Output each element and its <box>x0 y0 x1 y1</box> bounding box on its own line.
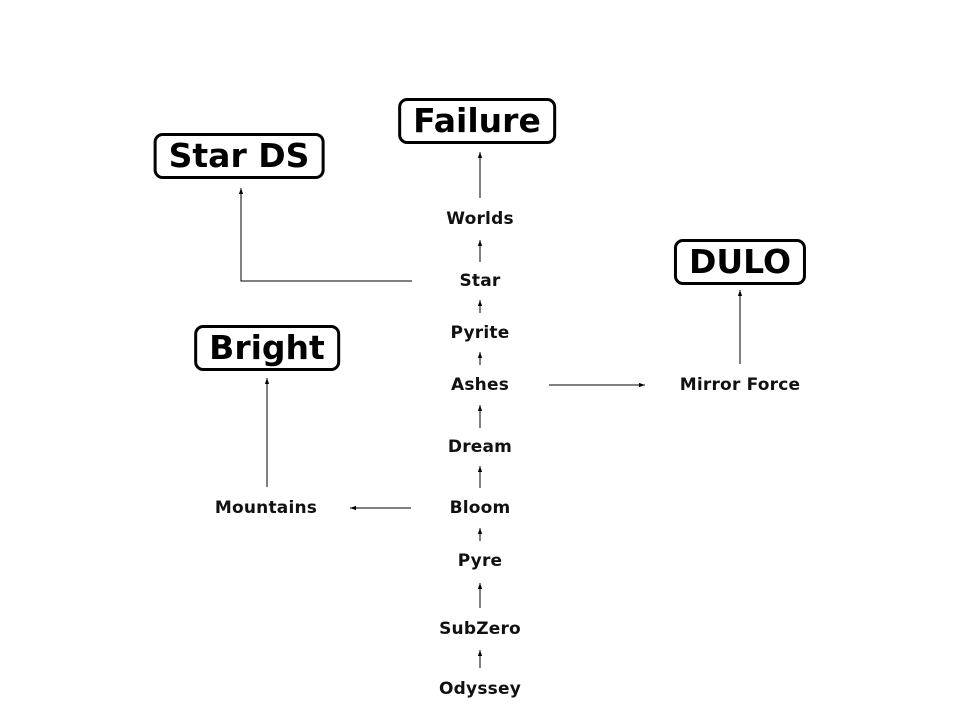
node-dream: Dream <box>447 437 513 457</box>
terminal-failure: Failure <box>398 98 556 144</box>
node-bloom: Bloom <box>449 498 511 518</box>
node-odyssey: Odyssey <box>439 679 521 699</box>
node-star: Star <box>459 271 501 291</box>
node-mountains: Mountains <box>214 498 318 518</box>
terminal-dulo: DULO <box>673 239 807 285</box>
node-pyrite: Pyrite <box>450 323 510 343</box>
node-subzero: SubZero <box>439 619 521 639</box>
terminal-star-ds: Star DS <box>153 133 325 179</box>
node-mirror-force: Mirror Force <box>679 375 801 395</box>
node-pyre: Pyre <box>457 551 503 571</box>
edges-layer <box>238 152 743 668</box>
node-worlds: Worlds <box>446 209 514 229</box>
terminal-bright: Bright <box>194 325 340 371</box>
edge-star-to-star-ds <box>238 188 412 282</box>
node-ashes: Ashes <box>450 375 510 395</box>
